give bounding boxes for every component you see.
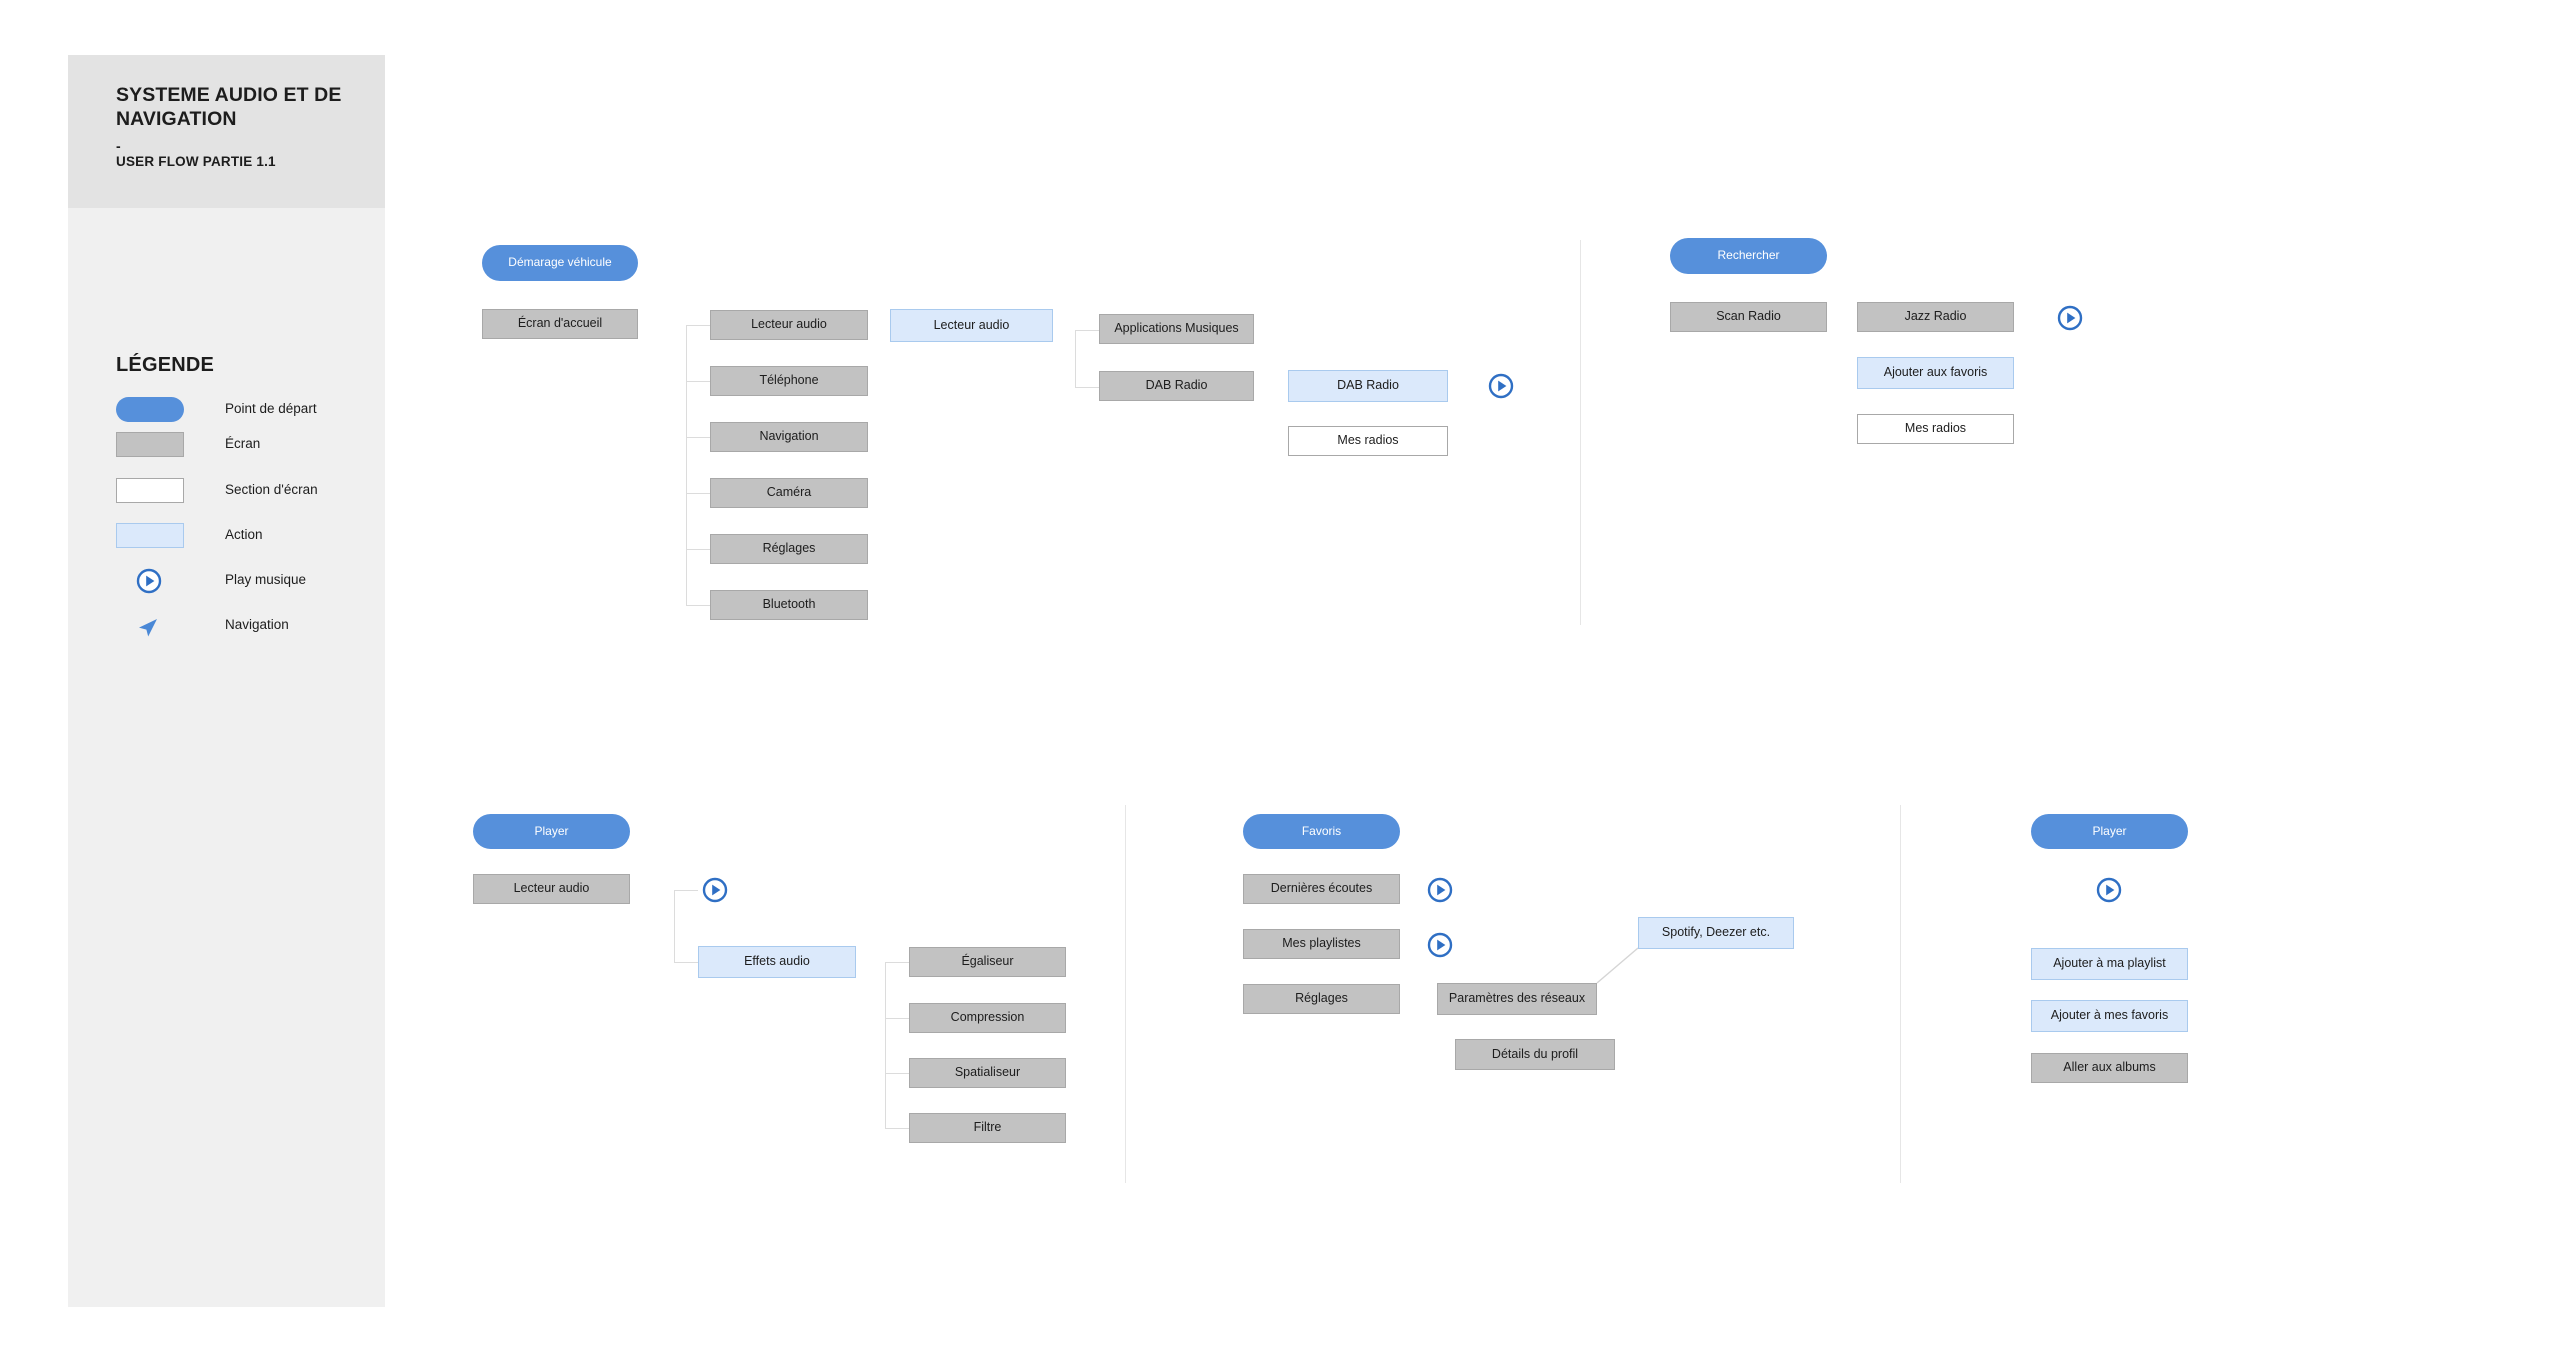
sidebar-header: SYSTEME AUDIO ET DE NAVIGATION - USER FL… [68, 55, 385, 208]
screen-node-ecran-d-accueil[interactable]: Écran d'accueil [482, 309, 638, 339]
navigation-icon [134, 615, 168, 645]
connector-branch [686, 325, 710, 326]
play-icon[interactable] [700, 875, 730, 905]
section-divider-top [1580, 240, 1581, 625]
connector-branch [1075, 387, 1099, 388]
connector-branch [686, 437, 710, 438]
legend-item-play-musique: Play musique [116, 568, 376, 596]
screen-node-telephone[interactable]: Téléphone [710, 366, 868, 396]
screen-node-lecteur-audio[interactable]: Lecteur audio [473, 874, 630, 904]
screen-node-filtre[interactable]: Filtre [909, 1113, 1066, 1143]
connector-diagonal-services [1596, 947, 1639, 984]
section-divider-bottom-left [1125, 805, 1126, 1183]
connector-branch [885, 1018, 909, 1019]
sidebar: SYSTEME AUDIO ET DE NAVIGATION - USER FL… [68, 55, 385, 1307]
legend-label: Point de départ [225, 401, 317, 416]
play-icon[interactable] [1486, 371, 1516, 401]
connector-branch [885, 1073, 909, 1074]
screen-node-egaliseur[interactable]: Égaliseur [909, 947, 1066, 977]
legend-item-navigation: Navigation [116, 613, 376, 641]
section-divider-bottom-right [1900, 805, 1901, 1183]
section-node-mes-radios[interactable]: Mes radios [1288, 426, 1448, 456]
screen-node-aller-aux-albums[interactable]: Aller aux albums [2031, 1053, 2188, 1083]
connector-branch [686, 493, 710, 494]
connector-trunk-player [674, 890, 675, 962]
screen-node-scan-radio[interactable]: Scan Radio [1670, 302, 1827, 332]
screen-node-reglages[interactable]: Réglages [1243, 984, 1400, 1014]
action-node-ajouter-aux-favoris[interactable]: Ajouter aux favoris [1857, 357, 2014, 389]
play-icon[interactable] [1425, 875, 1455, 905]
connector-branch [686, 381, 710, 382]
action-box-swatch [116, 523, 184, 548]
screen-node-jazz-radio[interactable]: Jazz Radio [1857, 302, 2014, 332]
action-node-spotify-deezer[interactable]: Spotify, Deezer etc. [1638, 917, 1794, 949]
legend-label: Section d'écran [225, 482, 318, 497]
screen-node-navigation[interactable]: Navigation [710, 422, 868, 452]
connector-branch [885, 1128, 909, 1129]
connector-branch [674, 962, 698, 963]
play-icon[interactable] [2055, 303, 2085, 333]
screen-node-details-du-profil[interactable]: Détails du profil [1455, 1039, 1615, 1070]
action-node-ajouter-a-ma-playlist[interactable]: Ajouter à ma playlist [2031, 948, 2188, 980]
connector-trunk-apps [1075, 330, 1076, 387]
action-node-effets-audio[interactable]: Effets audio [698, 946, 856, 978]
connector-branch [686, 605, 710, 606]
action-node-lecteur-audio[interactable]: Lecteur audio [890, 309, 1053, 342]
start-node-player-actions[interactable]: Player [2031, 814, 2188, 849]
legend-item-section-d-ecran: Section d'écran [116, 478, 376, 506]
legend-item-action: Action [116, 523, 376, 551]
legend-heading: LÉGENDE [116, 354, 215, 376]
start-node-favoris[interactable]: Favoris [1243, 814, 1400, 849]
connector-branch [1075, 330, 1099, 331]
play-icon[interactable] [1425, 930, 1455, 960]
start-node-demarrage-vehicule[interactable]: Démarage véhicule [482, 245, 638, 281]
legend-label: Navigation [225, 617, 289, 632]
screen-node-dernieres-ecoutes[interactable]: Dernières écoutes [1243, 874, 1400, 904]
screen-node-mes-playlistes[interactable]: Mes playlistes [1243, 929, 1400, 959]
legend-item-point-de-depart: Point de départ [116, 397, 376, 425]
title-separator: - [116, 138, 121, 154]
connector-branch [686, 549, 710, 550]
start-pill-swatch [116, 397, 184, 422]
action-node-ajouter-a-mes-favoris[interactable]: Ajouter à mes favoris [2031, 1000, 2188, 1032]
screen-node-reglages[interactable]: Réglages [710, 534, 868, 564]
page-subtitle: USER FLOW PARTIE 1.1 [116, 154, 276, 169]
screen-node-dab-radio[interactable]: DAB Radio [1099, 371, 1254, 401]
screen-node-applications-musiques[interactable]: Applications Musiques [1099, 314, 1254, 344]
start-node-rechercher[interactable]: Rechercher [1670, 238, 1827, 274]
screen-box-swatch [116, 432, 184, 457]
screen-node-camera[interactable]: Caméra [710, 478, 868, 508]
screen-node-lecteur-audio[interactable]: Lecteur audio [710, 310, 868, 340]
connector-branch [885, 962, 909, 963]
screen-node-compression[interactable]: Compression [909, 1003, 1066, 1033]
connector-branch [674, 890, 698, 891]
section-node-mes-radios[interactable]: Mes radios [1857, 414, 2014, 444]
legend-label: Action [225, 527, 263, 542]
screen-node-spatialiseur[interactable]: Spatialiseur [909, 1058, 1066, 1088]
connector-trunk-effets [885, 962, 886, 1128]
section-box-swatch [116, 478, 184, 503]
legend-label: Play musique [225, 572, 307, 587]
start-node-player-effets[interactable]: Player [473, 814, 630, 849]
page-title: SYSTEME AUDIO ET DE NAVIGATION [116, 84, 342, 130]
screen-node-parametres-des-reseaux[interactable]: Paramètres des réseaux [1437, 983, 1597, 1015]
legend-label: Écran [225, 436, 261, 451]
screen-node-bluetooth[interactable]: Bluetooth [710, 590, 868, 620]
connector-trunk-menu [686, 325, 687, 605]
action-node-dab-radio[interactable]: DAB Radio [1288, 370, 1448, 402]
legend-item-ecran: Écran [116, 432, 376, 460]
play-icon [134, 566, 168, 596]
play-icon[interactable] [2094, 875, 2124, 905]
